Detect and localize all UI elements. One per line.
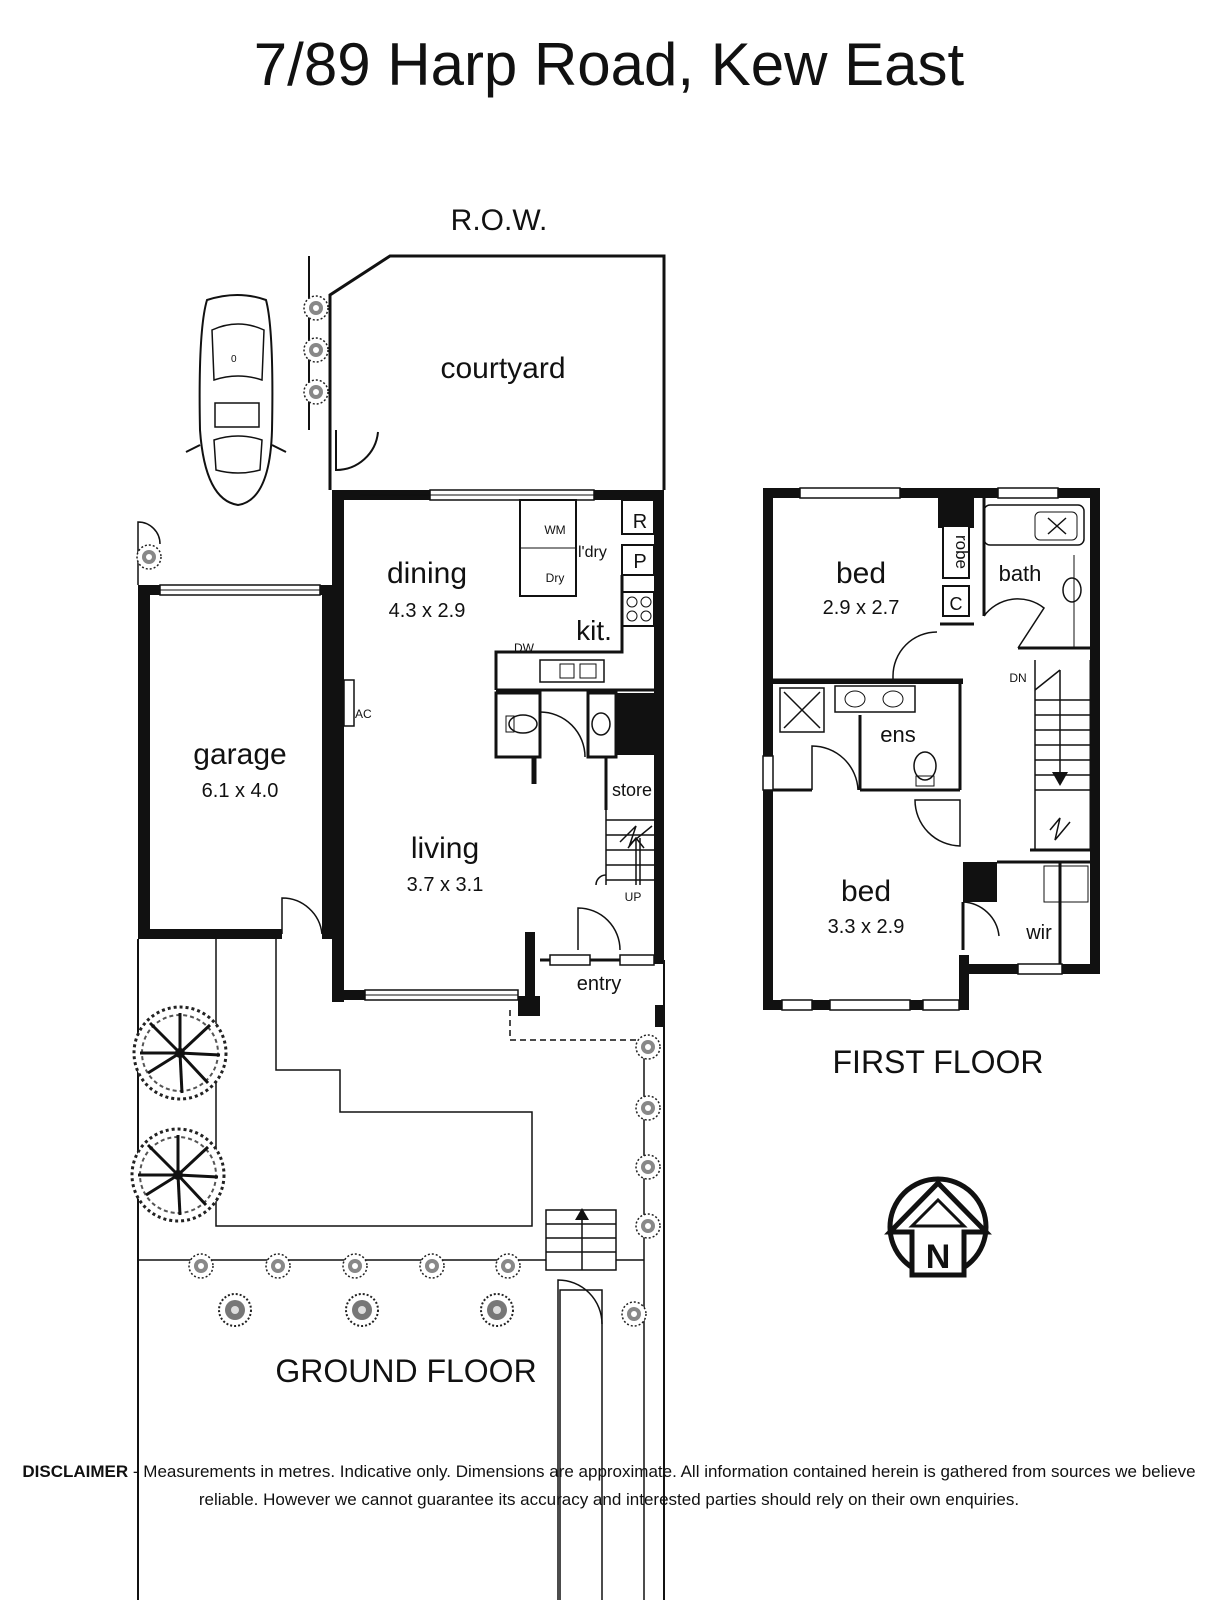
living-dimensions: 3.7 x 3.1 [407, 874, 484, 896]
disclaimer-text: - Measurements in metres. Indicative onl… [128, 1462, 1196, 1509]
page-title: 7/89 Harp Road, Kew East [253, 31, 965, 98]
garage-dimensions: 6.1 x 4.0 [202, 780, 279, 802]
washing-machine-label: WM [544, 523, 565, 537]
refrigerator-label: R [633, 511, 647, 533]
bed2-label: bed [841, 875, 891, 908]
entry-label: entry [577, 973, 621, 995]
ground-floor-plan: 0 courtyard dining 4.3 x 2.9 WM Dry l'dr… [130, 254, 666, 1600]
dryer-label: Dry [546, 571, 565, 585]
store-label: store [612, 780, 652, 800]
dining-dimensions: 4.3 x 2.9 [389, 600, 466, 622]
ensuite-label: ens [880, 722, 915, 747]
disclaimer: DISCLAIMER - Measurements in metres. Ind… [20, 1458, 1198, 1514]
closet-label: C [950, 594, 963, 614]
wir-label: wir [1025, 922, 1052, 944]
compass-letter: N [926, 1238, 951, 1276]
first-floor-plan: bed 2.9 x 2.7 robe C bath DN ens bed 3.3… [762, 487, 1100, 1080]
courtyard-shrubs [303, 295, 329, 405]
garden-trees [130, 1005, 228, 1223]
garage-label: garage [193, 738, 286, 771]
dishwasher-label: DW [514, 641, 535, 655]
kitchen-label: kit. [576, 615, 612, 646]
living-label: living [411, 832, 479, 865]
car-icon: 0 [185, 294, 287, 507]
bed1-label: bed [836, 557, 886, 590]
car-marker: 0 [231, 354, 237, 365]
courtyard-label: courtyard [440, 352, 565, 385]
bath-label: bath [999, 561, 1042, 586]
dining-label: dining [387, 557, 467, 590]
stairs-down-label: DN [1009, 671, 1026, 685]
pantry-label: P [633, 551, 646, 573]
ac-label: AC [355, 707, 372, 721]
first-floor-label: FIRST FLOOR [833, 1044, 1044, 1080]
disclaimer-heading: DISCLAIMER [22, 1462, 129, 1481]
garden-shrubs [188, 1034, 661, 1327]
north-compass-icon: N [884, 1176, 992, 1278]
laundry-label: l'dry [578, 544, 607, 561]
robe-label: robe [952, 535, 971, 569]
ground-floor-label: GROUND FLOOR [275, 1353, 536, 1389]
stairs-up-label: UP [625, 890, 642, 904]
row-label: R.O.W. [451, 204, 548, 237]
bed1-dimensions: 2.9 x 2.7 [823, 597, 900, 619]
bed2-dimensions: 3.3 x 2.9 [828, 916, 905, 938]
